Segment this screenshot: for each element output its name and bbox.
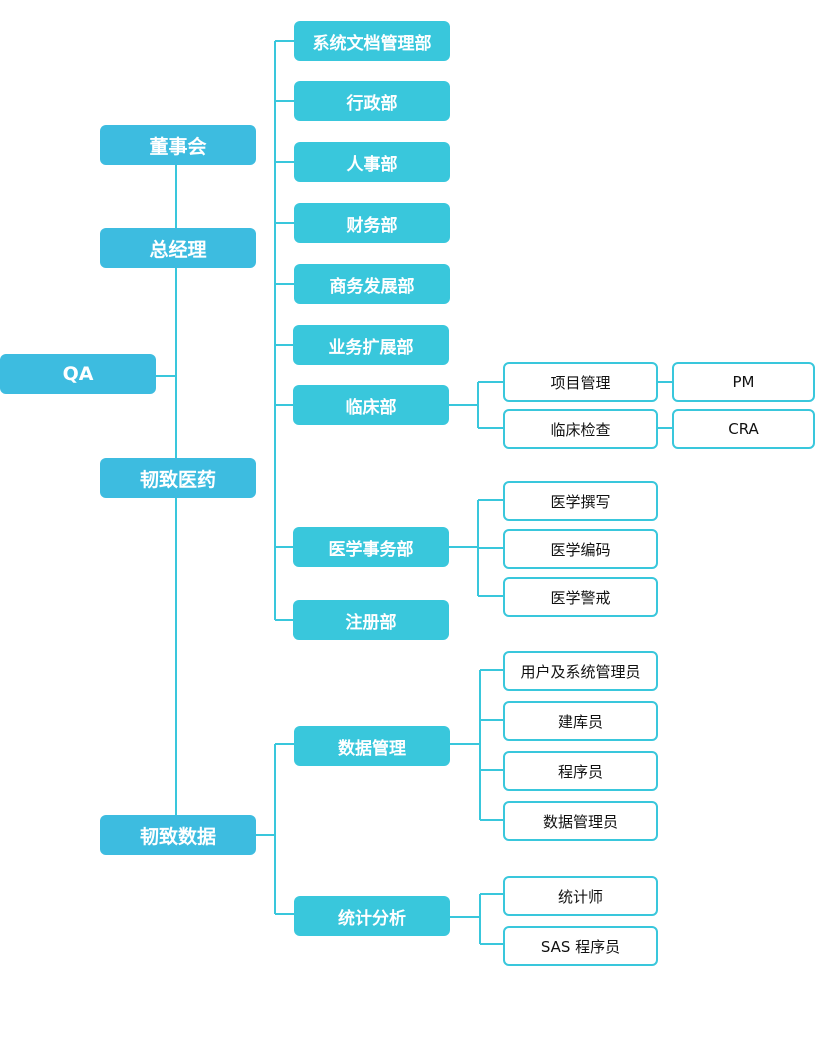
cra-unit[interactable]: CRA	[672, 409, 815, 449]
clinical-monitoring-unit[interactable]: 临床检查	[503, 409, 658, 449]
data-branch	[256, 743, 294, 915]
data-company-node[interactable]: 韧致数据	[100, 815, 256, 855]
board-node[interactable]: 董事会	[100, 125, 256, 165]
biz-dev-dept[interactable]: 商务发展部	[294, 264, 450, 304]
db-builder-unit[interactable]: 建库员	[503, 701, 658, 741]
pharmacovigilance-unit[interactable]: 医学警戒	[503, 577, 658, 617]
medical-affairs-branch	[449, 499, 503, 597]
statistics-dept[interactable]: 统计分析	[294, 896, 450, 936]
project-management-unit[interactable]: 项目管理	[503, 362, 658, 402]
admin-dept[interactable]: 行政部	[294, 81, 450, 121]
statistician-unit[interactable]: 统计师	[503, 876, 658, 916]
medical-writing-unit[interactable]: 医学撰写	[503, 481, 658, 521]
doc-management-dept[interactable]: 系统文档管理部	[294, 21, 450, 61]
programmer-unit[interactable]: 程序员	[503, 751, 658, 791]
data-management-dept[interactable]: 数据管理	[294, 726, 450, 766]
statistics-branch	[449, 893, 503, 945]
finance-dept[interactable]: 财务部	[294, 203, 450, 243]
clinical-branch	[449, 381, 672, 429]
data-manager-unit[interactable]: 数据管理员	[503, 801, 658, 841]
pharma-node[interactable]: 韧致医药	[100, 458, 256, 498]
registration-dept[interactable]: 注册部	[293, 600, 449, 640]
general-manager-node[interactable]: 总经理	[100, 228, 256, 268]
business-expansion-dept[interactable]: 业务扩展部	[293, 325, 449, 365]
pm-unit[interactable]: PM	[672, 362, 815, 402]
user-sys-admin-unit[interactable]: 用户及系统管理员	[503, 651, 658, 691]
hr-dept[interactable]: 人事部	[294, 142, 450, 182]
sas-programmer-unit[interactable]: SAS 程序员	[503, 926, 658, 966]
pharma-branch-links	[275, 40, 294, 621]
data-management-branch	[449, 669, 503, 821]
medical-coding-unit[interactable]: 医学编码	[503, 529, 658, 569]
clinical-dept[interactable]: 临床部	[293, 385, 449, 425]
qa-node[interactable]: QA	[0, 354, 156, 394]
medical-affairs-dept[interactable]: 医学事务部	[293, 527, 449, 567]
